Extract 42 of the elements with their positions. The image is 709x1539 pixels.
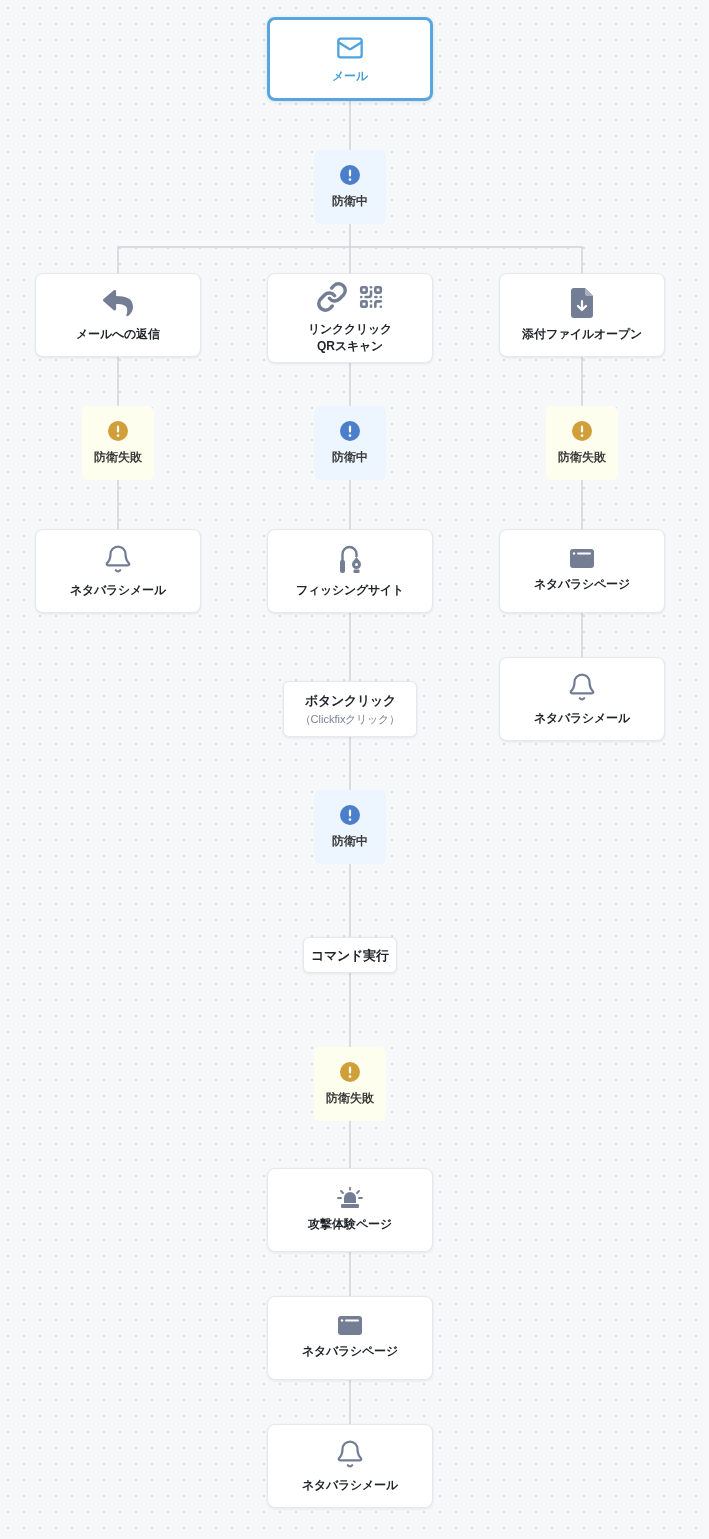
connector-line — [117, 246, 351, 274]
step-card — [267, 1296, 433, 1380]
step-card — [267, 1424, 433, 1508]
step-label: リンククリック — [308, 321, 392, 338]
status-tile — [314, 406, 386, 480]
step-card — [499, 529, 665, 613]
step-card — [303, 937, 397, 973]
step-sublabel: （Clickfixクリック） — [299, 711, 401, 727]
step-card — [267, 1168, 433, 1252]
status-label: 防衛失敗 — [558, 449, 606, 465]
status-tile — [314, 1047, 386, 1121]
step-card — [267, 529, 433, 613]
step-label: 攻撃体験ページ — [308, 1216, 392, 1233]
step-label: ネタバラシページ — [534, 576, 630, 593]
start-card — [267, 17, 433, 101]
status-tile — [314, 790, 386, 864]
step-label: コマンド実行 — [311, 946, 389, 964]
step-label: フィッシングサイト — [296, 581, 404, 599]
step-card — [499, 273, 665, 357]
step-label: ネタバラシメール — [302, 1476, 398, 1494]
step-card — [267, 273, 433, 363]
status-label: 防衛中 — [332, 449, 368, 465]
step-label: ボタンクリック — [304, 691, 396, 709]
status-tile — [82, 406, 154, 480]
step-label: ネタバラシメール — [534, 709, 630, 727]
status-tile — [314, 150, 386, 224]
status-tile — [546, 406, 618, 480]
step-label: メールへの返信 — [76, 325, 160, 343]
step-card — [499, 657, 665, 741]
status-label: 防衛失敗 — [326, 1090, 374, 1106]
step-label: 添付ファイルオープン — [522, 325, 642, 343]
step-label: ネタバラシメール — [70, 581, 166, 599]
status-label: 防衛中 — [332, 833, 368, 849]
step-label: メール — [332, 68, 368, 84]
step-label: QRスキャン — [317, 338, 383, 355]
connector-line — [349, 246, 583, 274]
status-label: 防衛失敗 — [94, 449, 142, 465]
step-card — [35, 273, 201, 357]
status-label: 防衛中 — [332, 193, 368, 209]
step-card — [35, 529, 201, 613]
step-label: ネタバラシページ — [302, 1343, 398, 1360]
step-card — [283, 681, 417, 737]
